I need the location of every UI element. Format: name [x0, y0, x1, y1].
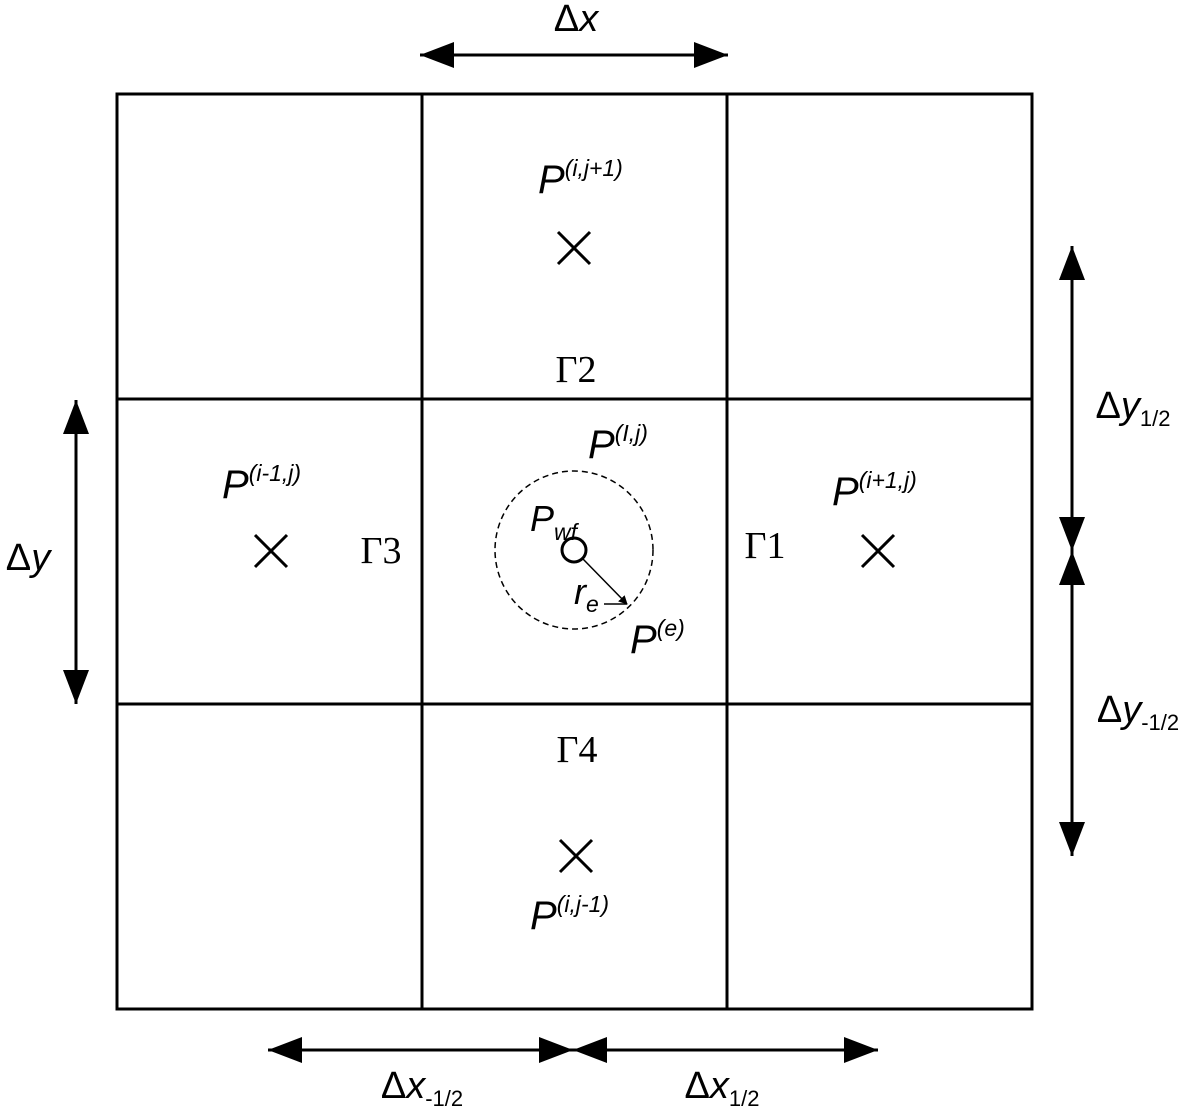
- boundary-gamma2-label: Γ2: [556, 349, 597, 391]
- node-marker-north: [556, 230, 592, 266]
- node-marker-east: [860, 533, 896, 569]
- node-marker-south: [558, 838, 594, 874]
- boundary-gamma4-label: Γ4: [557, 729, 598, 771]
- dx-minus-half-label: Δx-1/2: [381, 1065, 463, 1111]
- grid-outer-border: [115, 92, 1034, 1011]
- drainage-radius-circle: [494, 470, 654, 630]
- radius-label: re: [574, 571, 599, 617]
- pressure-north-label: P(i,j+1): [538, 155, 623, 202]
- dx-half-label: Δx1/2: [685, 1065, 760, 1111]
- radius-arrow: [582, 558, 628, 605]
- wellbore-circle: [560, 536, 588, 564]
- pressure-east-label: P(i+1,j): [832, 467, 917, 514]
- boundary-gamma1-label: Γ1: [745, 525, 786, 567]
- node-marker-west: [253, 533, 289, 569]
- dy-minus-half-label: Δy-1/2: [1097, 689, 1179, 735]
- dy-label: Δy: [6, 537, 52, 579]
- pressure-center-label: P(I,j): [588, 420, 648, 467]
- grid: [115, 92, 1034, 1011]
- dx-label: Δx: [554, 0, 600, 40]
- boundary-gamma3-label: Γ3: [361, 530, 402, 572]
- dy-half-label: Δy1/2: [1096, 385, 1171, 431]
- pressure-south-label: P(i,j-1): [530, 891, 609, 938]
- pressure-west-label: P(i-1,j): [222, 460, 301, 507]
- pressure-equivalent-label: P(e): [630, 615, 685, 662]
